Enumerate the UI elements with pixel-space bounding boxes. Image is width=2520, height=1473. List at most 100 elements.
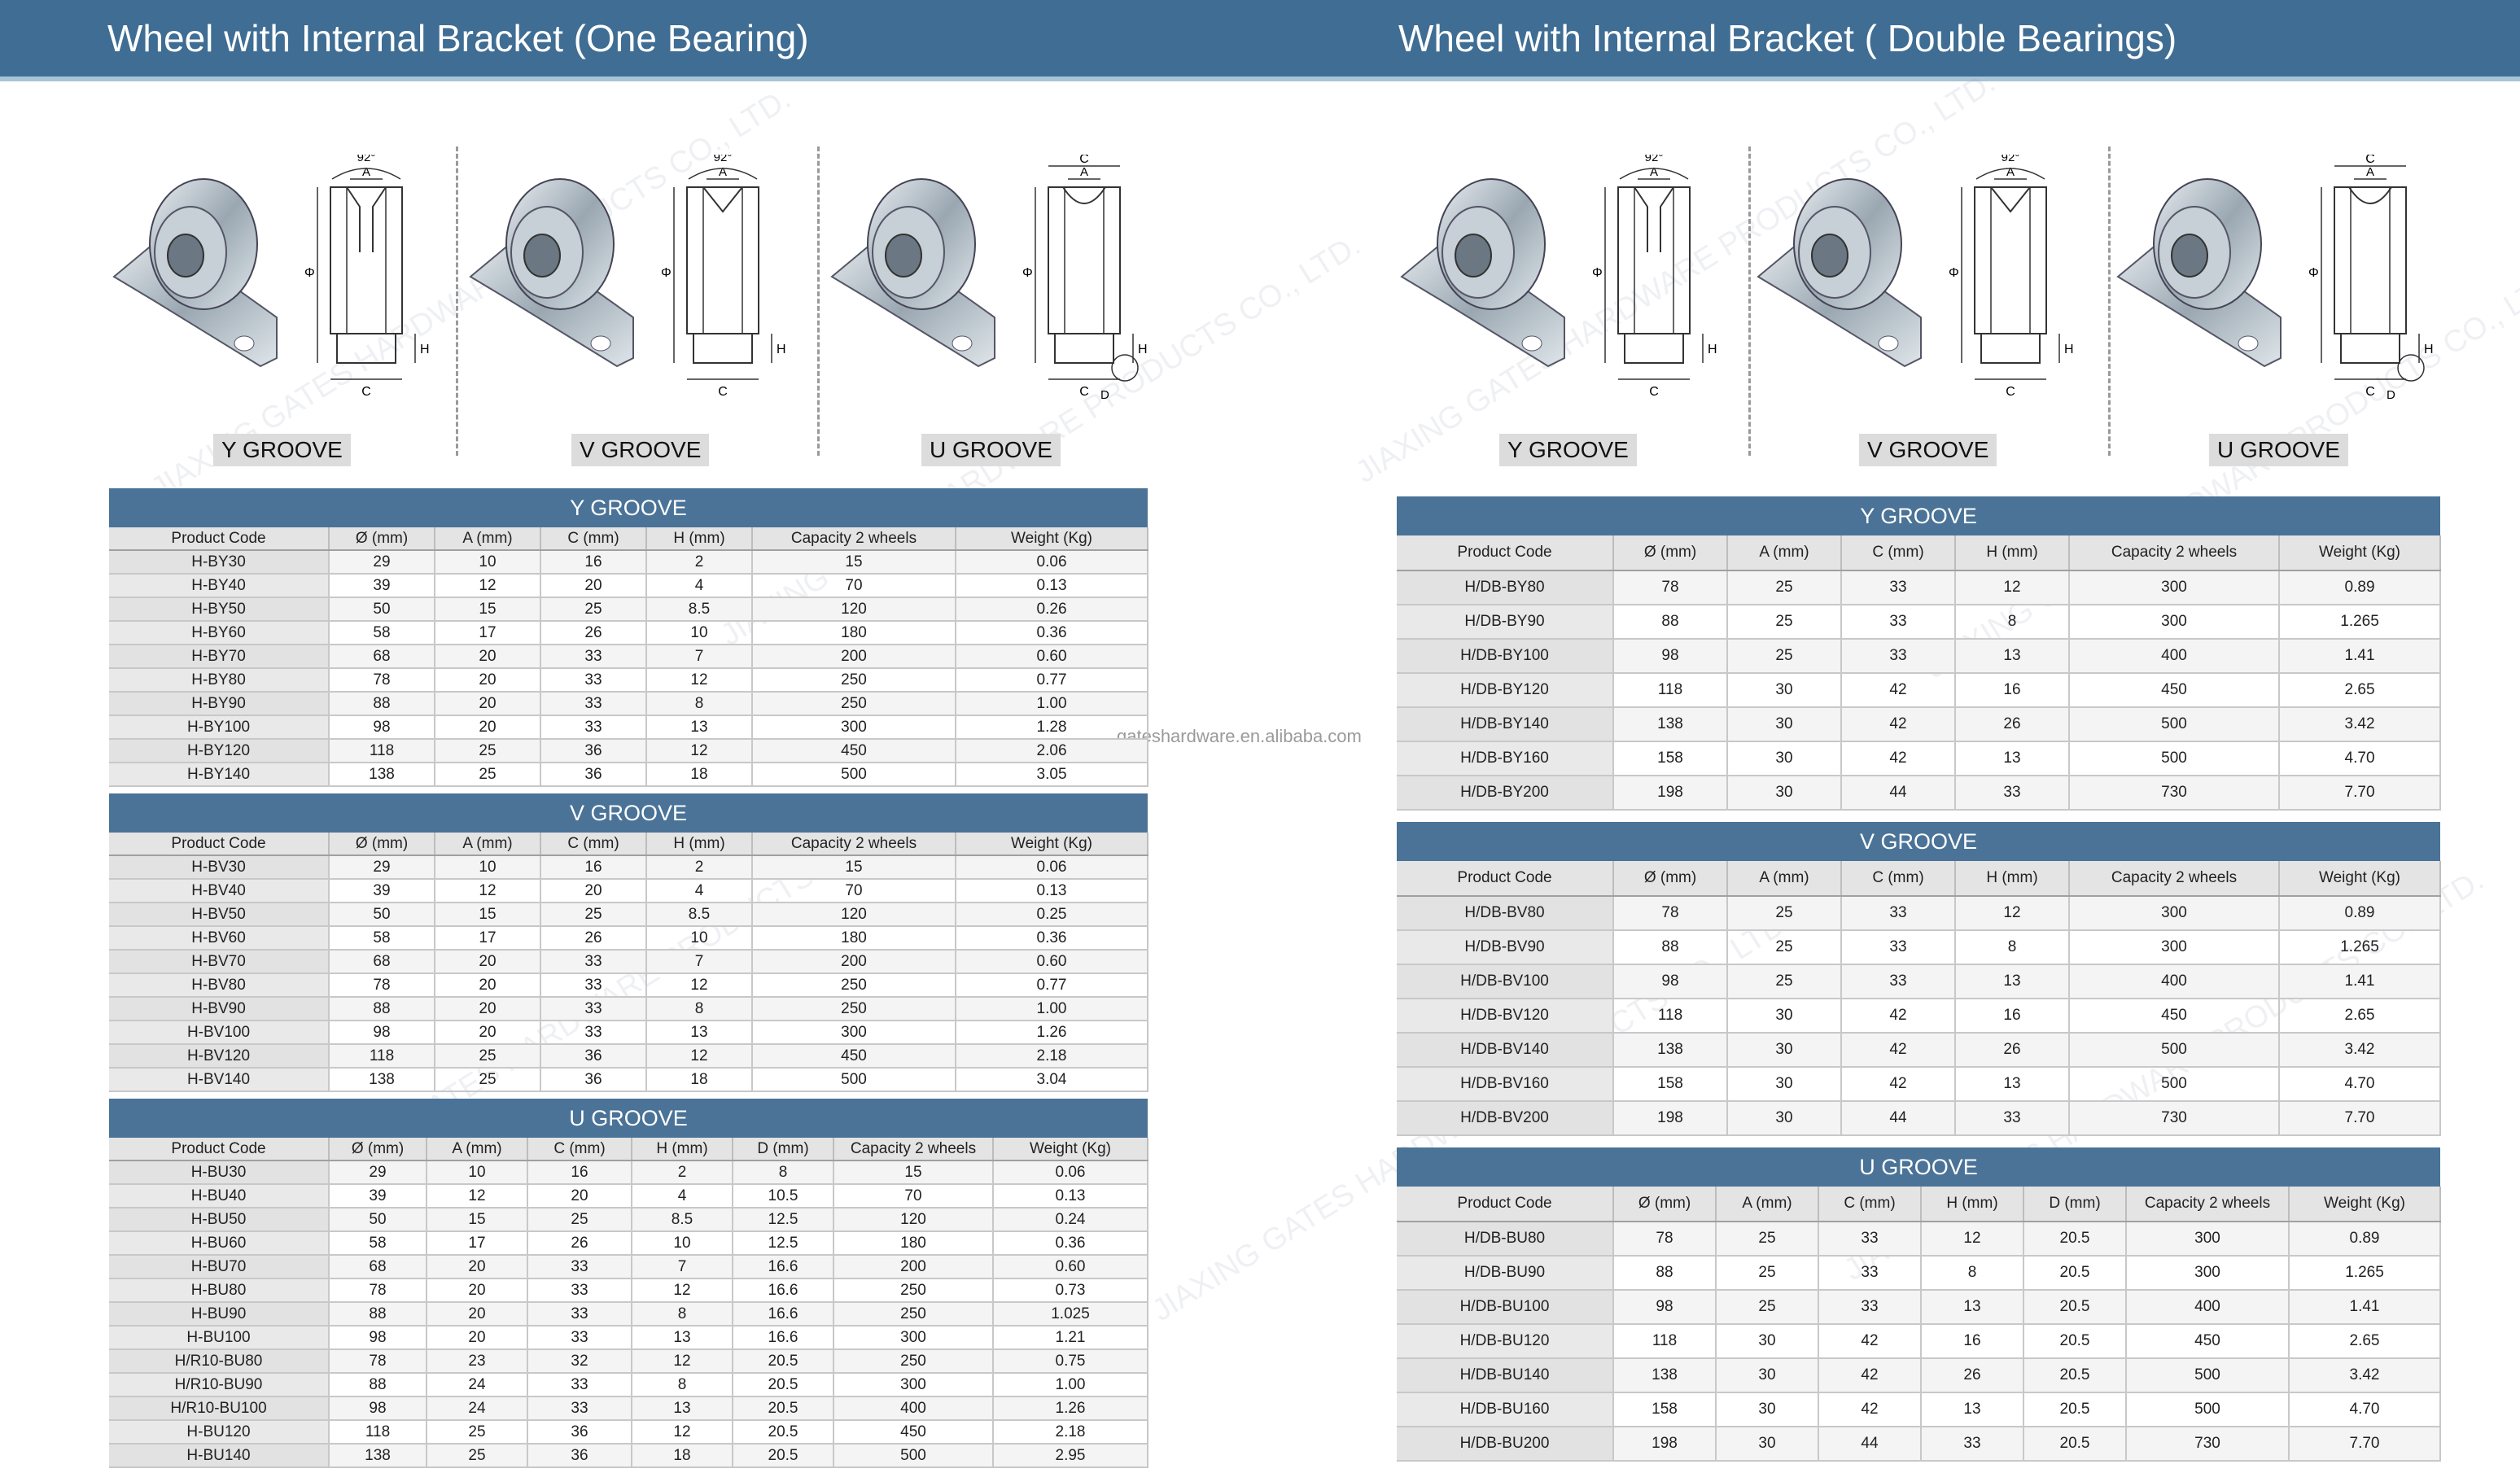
svg-text:92°: 92° <box>714 155 733 164</box>
table-cell: 42 <box>1841 707 1956 742</box>
table-cell: 250 <box>833 1278 994 1303</box>
table-cell: 42 <box>1841 999 1956 1034</box>
table-cell: 180 <box>833 1231 994 1256</box>
table-cell: 8.5 <box>632 1208 733 1232</box>
table-cell: 98 <box>329 1397 427 1421</box>
table-cell: 7 <box>646 645 753 669</box>
table-cell: 30 <box>1727 1101 1842 1136</box>
table-cell: 33 <box>1841 964 1956 999</box>
svg-text:C: C <box>2365 385 2375 399</box>
column-header: A (mm) <box>435 833 541 856</box>
table-cell: 33 <box>527 1302 632 1327</box>
svg-text:C: C <box>361 385 371 399</box>
table-cell: 25 <box>540 903 647 927</box>
right-page-title: Wheel with Internal Bracket ( Double Bea… <box>1398 17 2177 59</box>
table-cell: H/DB-BU90 <box>1397 1256 1614 1291</box>
table-cell: H-BV140 <box>109 1068 330 1092</box>
table-cell: 3.05 <box>956 763 1149 787</box>
table-cell: 8 <box>733 1160 834 1185</box>
column-header: A (mm) <box>1727 861 1842 897</box>
column-header: C (mm) <box>527 1138 632 1161</box>
table-cell: 180 <box>752 926 956 951</box>
table-cell: 20 <box>540 879 647 903</box>
table-cell: 33 <box>527 1373 632 1397</box>
table-cell: 98 <box>329 1326 427 1350</box>
column-header: H (mm) <box>1955 861 2070 897</box>
table-cell: 33 <box>527 1397 632 1421</box>
table-cell: 8 <box>1921 1256 2024 1291</box>
table-cell: H-BU40 <box>109 1184 330 1209</box>
table-cell: 44 <box>1841 1101 1956 1136</box>
table-cell: 33 <box>1841 930 1956 965</box>
wheel <box>149 178 258 310</box>
table-cell: 20 <box>427 1278 528 1303</box>
table-cell: 730 <box>2126 1427 2290 1462</box>
svg-text:Φ: Φ <box>661 266 672 280</box>
table-cell: 10 <box>435 550 541 575</box>
column-header: C (mm) <box>1818 1187 1922 1222</box>
table-cell: 30 <box>1727 741 1842 776</box>
column-header: H (mm) <box>646 527 753 551</box>
table-cell: 0.06 <box>956 855 1149 880</box>
table-cell: 0.75 <box>993 1349 1149 1374</box>
table-cell: 10 <box>646 621 753 645</box>
svg-text:A: A <box>1650 165 1658 179</box>
table-cell: 4.70 <box>2289 1392 2442 1427</box>
table-cell: 13 <box>646 715 753 740</box>
table-cell: H-BY70 <box>109 645 330 669</box>
table-cell: 68 <box>329 950 435 974</box>
table-cell: H-BV30 <box>109 855 330 880</box>
table-cell: 13 <box>646 1021 753 1045</box>
table-cell: 198 <box>1613 776 1728 811</box>
table-cell: H-BU50 <box>109 1208 330 1232</box>
table-cell: 25 <box>540 597 647 622</box>
table-cell: 450 <box>2069 999 2280 1034</box>
table-cell: 500 <box>2126 1358 2290 1393</box>
table-cell: 25 <box>527 1208 632 1232</box>
column-header: H (mm) <box>1955 535 2070 571</box>
table-cell: 25 <box>1727 639 1842 674</box>
table-cell: H-BY80 <box>109 668 330 693</box>
table-cell: 500 <box>752 1068 956 1092</box>
table-cell: 158 <box>1613 1067 1728 1102</box>
table-cell: 33 <box>1841 896 1956 931</box>
table-cell: 2.06 <box>956 739 1149 763</box>
svg-text:Φ: Φ <box>304 266 315 280</box>
table-cell: 250 <box>752 668 956 693</box>
table-cell: 18 <box>632 1444 733 1468</box>
dimension-drawing: A92°ΦCH <box>1592 155 1717 399</box>
table-cell: H/DB-BY80 <box>1397 570 1614 605</box>
column-header: Weight (Kg) <box>2279 861 2442 897</box>
svg-text:92°: 92° <box>1645 155 1664 164</box>
svg-text:A: A <box>2366 165 2374 179</box>
table-cell: 20.5 <box>2023 1358 2127 1393</box>
table-cell: H/DB-BU140 <box>1397 1358 1614 1393</box>
table-cell: 8 <box>1955 605 2070 640</box>
table-cell: 16.6 <box>733 1326 834 1350</box>
table-cell: H/DB-BY100 <box>1397 639 1614 674</box>
table-cell: 730 <box>2069 776 2280 811</box>
table-cell: 20.5 <box>2023 1222 2127 1257</box>
table-cell: 10 <box>435 855 541 880</box>
table-cell: 0.60 <box>956 950 1149 974</box>
table-caption: Y GROOVE <box>1397 496 2441 535</box>
table-cell: 25 <box>1716 1290 1819 1325</box>
table-cell: 198 <box>1613 1101 1728 1136</box>
svg-text:C: C <box>1079 385 1089 399</box>
table-cell: 0.77 <box>956 973 1149 998</box>
table-cell: 26 <box>527 1231 632 1256</box>
table-cell: 70 <box>752 879 956 903</box>
table-cell: H-BV120 <box>109 1044 330 1069</box>
table-cell: 25 <box>435 763 541 787</box>
table-cell: 500 <box>752 763 956 787</box>
